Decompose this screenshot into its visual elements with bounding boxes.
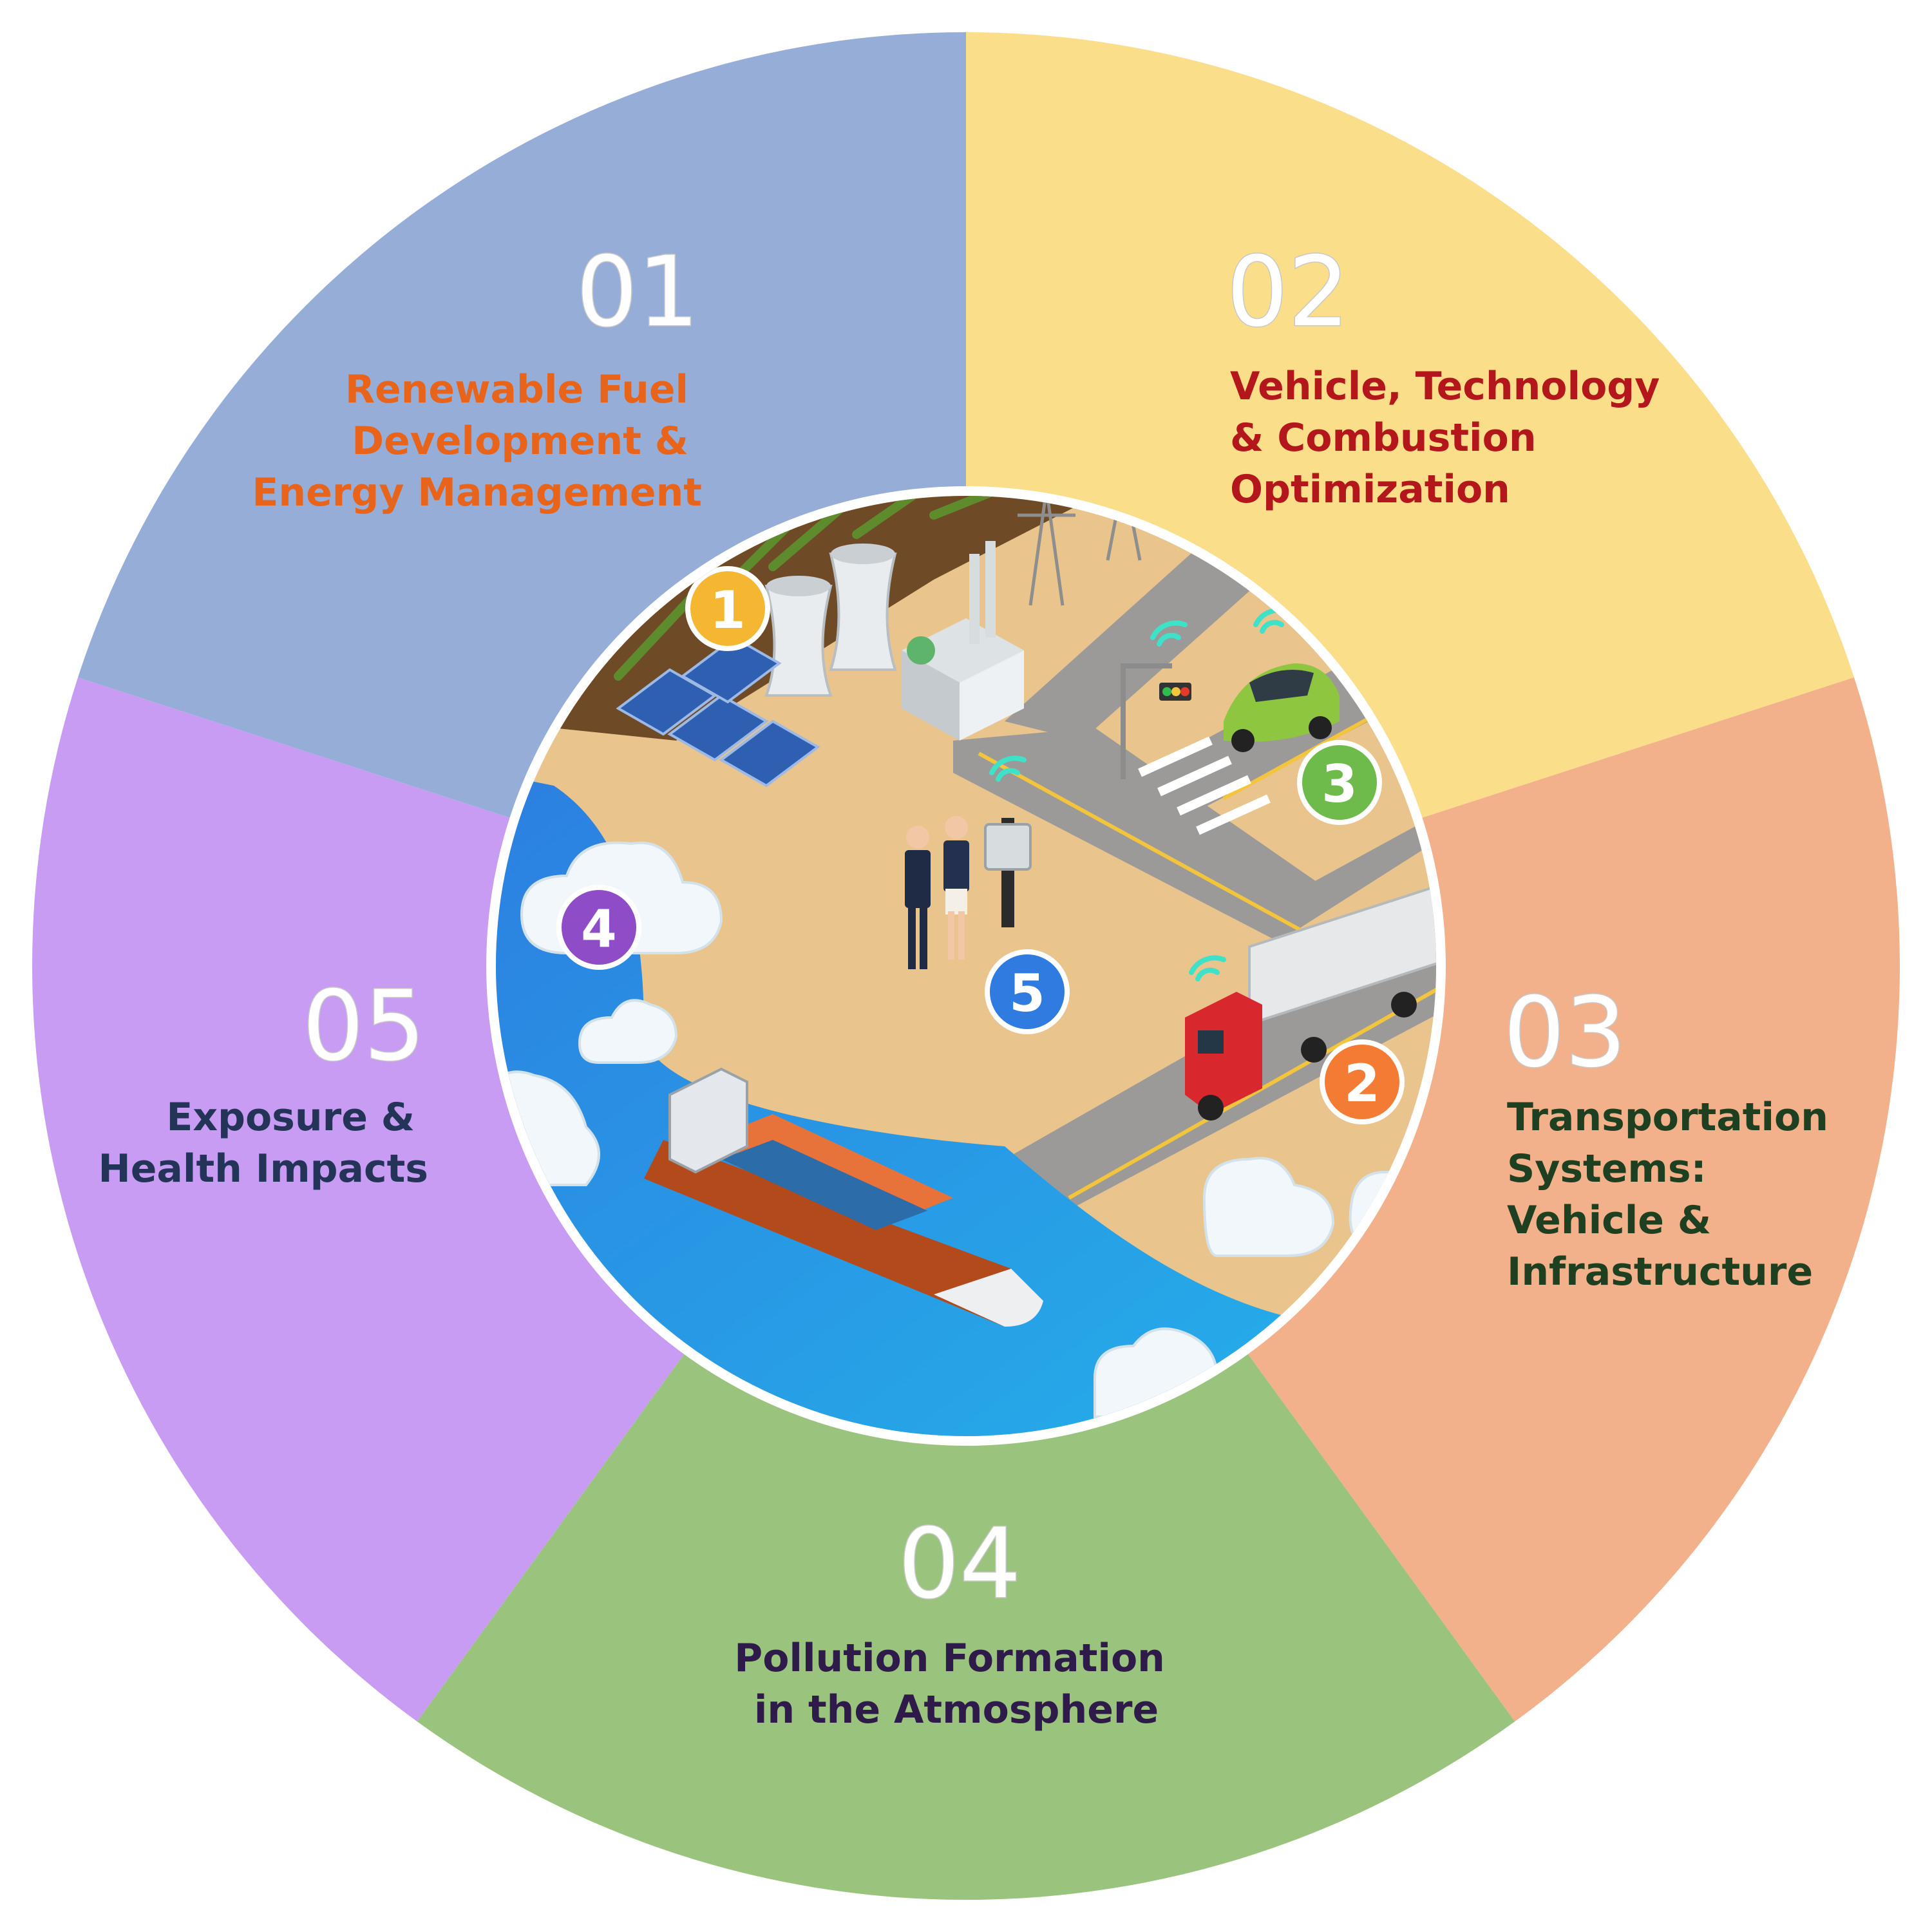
- segment-04-number: 04: [898, 1508, 1021, 1620]
- cargo-ship-icon: [644, 1067, 1043, 1327]
- segment-02-wedge: [1247, 677, 1900, 1722]
- segment-03-label: Transportation Systems: Vehicle & Infras…: [1507, 1095, 1842, 1294]
- segment-05-wedge: [78, 32, 966, 818]
- traffic-light-icon: [1121, 663, 1191, 779]
- badge-2-number: 2: [1344, 1054, 1380, 1113]
- segment-01-wedge: [966, 32, 1854, 818]
- truck-icon: [1185, 880, 1436, 1121]
- wifi-icon: [1189, 955, 1226, 981]
- segment-01-number: 01: [576, 236, 699, 348]
- segment-02-number: 02: [1227, 236, 1350, 348]
- segment-03: 03 Transportation Systems: Vehicle & Inf…: [1502, 976, 1842, 1295]
- segment-02: 02 Vehicle, Technology & Combustion Opti…: [1226, 236, 1673, 513]
- segment-01: 01 Renewable Fuel Development & Energy M…: [252, 236, 702, 516]
- wifi-signal-group: [989, 607, 1291, 981]
- car-icon: [1224, 663, 1340, 752]
- segment-03-wedge: [417, 1354, 1515, 1900]
- crosswalk: [1138, 736, 1271, 835]
- badge-1-number: 1: [710, 580, 746, 640]
- segment-03-number: 03: [1504, 977, 1627, 1089]
- segment-04-wedge: [32, 677, 685, 1722]
- sensor-station-icon: [984, 818, 1032, 927]
- badge-4: 4: [556, 885, 641, 970]
- segment-05-label: Exposure & Health Impacts: [99, 1095, 429, 1191]
- cloud-2: [578, 999, 678, 1064]
- power-plant-icon: [764, 541, 1024, 741]
- solar-panel-icon: [616, 636, 820, 788]
- segment-05: 05 Exposure & Health Impacts: [99, 970, 429, 1192]
- segment-ring: [32, 32, 1900, 1900]
- badge-5-number: 5: [1009, 963, 1045, 1023]
- segment-04: 04 Pollution Formation in the Atmosphere: [734, 1508, 1179, 1733]
- badge-3: 3: [1297, 740, 1382, 825]
- wifi-icon: [989, 755, 1027, 782]
- segment-05-number: 05: [303, 971, 426, 1083]
- segment-02-label: Vehicle, Technology & Combustion Optimiz…: [1230, 364, 1673, 512]
- wifi-icon: [1150, 620, 1188, 647]
- badge-5: 5: [985, 949, 1070, 1034]
- segment-04-label: Pollution Formation in the Atmosphere: [734, 1636, 1179, 1732]
- badge-2: 2: [1320, 1039, 1405, 1124]
- people-icon: [905, 816, 969, 969]
- badge-4-number: 4: [581, 899, 617, 959]
- badge-1: 1: [685, 566, 770, 651]
- badge-3-number: 3: [1321, 754, 1358, 814]
- sea: [496, 773, 1436, 1436]
- cloud-4: [1202, 1157, 1335, 1257]
- segment-01-label: Renewable Fuel Development & Energy Mana…: [252, 367, 702, 515]
